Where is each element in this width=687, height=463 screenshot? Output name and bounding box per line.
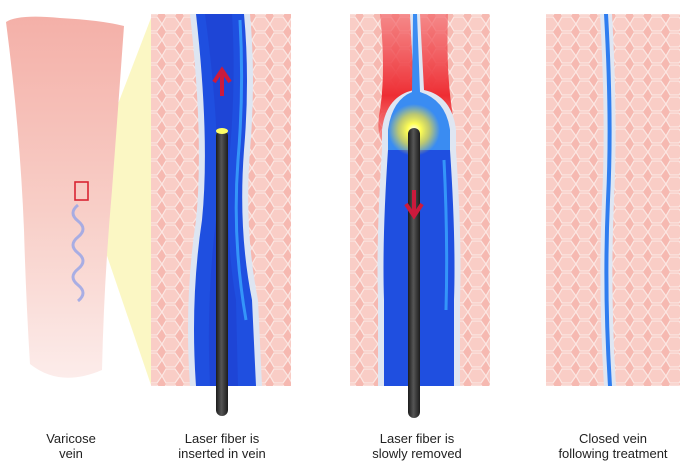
caption-line: Laser fiber is xyxy=(355,431,479,446)
laser-fiber xyxy=(216,130,228,416)
caption-fiber-removed: Laser fiber is slowly removed xyxy=(355,431,479,461)
panel-closed xyxy=(546,14,680,386)
caption-line: slowly removed xyxy=(355,446,479,461)
caption-line: following treatment xyxy=(544,446,682,461)
caption-line: vein xyxy=(19,446,123,461)
leg-illustration xyxy=(6,17,124,378)
caption-varicose-vein: Varicose vein xyxy=(19,431,123,461)
caption-line: Varicose xyxy=(19,431,123,446)
laser-fiber xyxy=(408,128,420,418)
caption-fiber-inserted: Laser fiber is inserted in vein xyxy=(160,431,284,461)
caption-line: Laser fiber is xyxy=(160,431,284,446)
caption-closed-vein: Closed vein following treatment xyxy=(544,431,682,461)
caption-line: inserted in vein xyxy=(160,446,284,461)
panel-inserted xyxy=(151,14,291,416)
panel-removed xyxy=(350,14,490,418)
caption-line: Closed vein xyxy=(544,431,682,446)
